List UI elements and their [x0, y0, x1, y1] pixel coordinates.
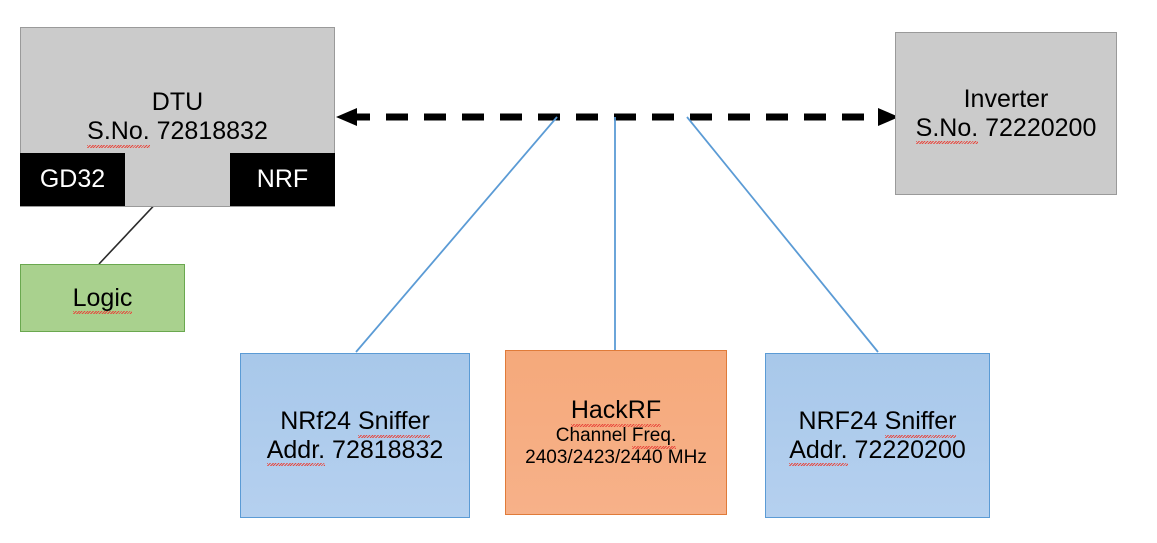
hackrf-subtitle-word1: Channel — [555, 425, 632, 447]
inverter-serial-number: 72220200 — [978, 113, 1097, 142]
nrf-label: NRF — [256, 165, 309, 193]
tap-line-left — [355, 116, 558, 353]
inverter-serial-prefix: S.No. — [915, 113, 979, 144]
dtu-serial-number: 72818832 — [149, 117, 268, 145]
sniffer-left-address-number: 72818832 — [325, 435, 444, 464]
sniffer-right-title-suffix: Sniffer — [884, 406, 957, 438]
dtu-title: DTU — [151, 88, 204, 117]
sniffer-right-address-prefix: Addr. — [789, 435, 848, 466]
nrf-chip-node: NRF — [230, 153, 335, 206]
sniffer-right-title-prefix: NRF24 — [798, 406, 885, 435]
hackrf-title-text: HackRF — [570, 396, 662, 427]
hackrf-frequencies: 2403/2423/2440 MHz — [525, 446, 707, 468]
gd32-label: GD32 — [39, 165, 106, 193]
sniffer-left-title-prefix: NRf24 — [280, 406, 358, 435]
hackrf-subtitle-word2: Freq. — [631, 425, 677, 449]
sniffer-left-title-suffix: Sniffer — [358, 406, 430, 438]
sniffer-left-address: Addr. 72818832 — [266, 435, 444, 466]
sniffer-right-address: Addr. 72220200 — [789, 435, 966, 466]
tap-line-right — [686, 116, 879, 353]
sniffer-left-node: NRf24 Sniffer Addr. 72818832 — [240, 353, 470, 518]
hackrf-node: HackRF Channel Freq. 2403/2423/2440 MHz — [505, 350, 727, 515]
sniffer-left-address-prefix: Addr. — [266, 435, 326, 466]
gd32-chip-node: GD32 — [20, 153, 125, 206]
dtu-serial: S.No. 72818832 — [87, 117, 268, 148]
hackrf-subtitle: Channel Freq. — [555, 425, 677, 449]
inverter-node: Inverter S.No. 72220200 — [895, 32, 1117, 195]
logic-label: Logic — [72, 283, 133, 315]
inverter-title: Inverter — [963, 84, 1049, 113]
hackrf-title: HackRF — [570, 396, 662, 427]
rf-link-arrowhead-left — [336, 108, 357, 126]
sniffer-right-address-number: 72220200 — [847, 435, 966, 464]
inverter-serial: S.No. 72220200 — [915, 113, 1097, 144]
logic-analyzer-node: Logic — [20, 264, 185, 332]
rf-link-connector — [336, 108, 899, 126]
dtu-serial-prefix: S.No. — [87, 117, 150, 148]
sniffer-right-title: NRF24 Sniffer — [798, 406, 957, 438]
sniffer-right-node: NRF24 Sniffer Addr. 72220200 — [765, 353, 990, 518]
sniffer-left-title: NRf24 Sniffer — [280, 406, 430, 438]
